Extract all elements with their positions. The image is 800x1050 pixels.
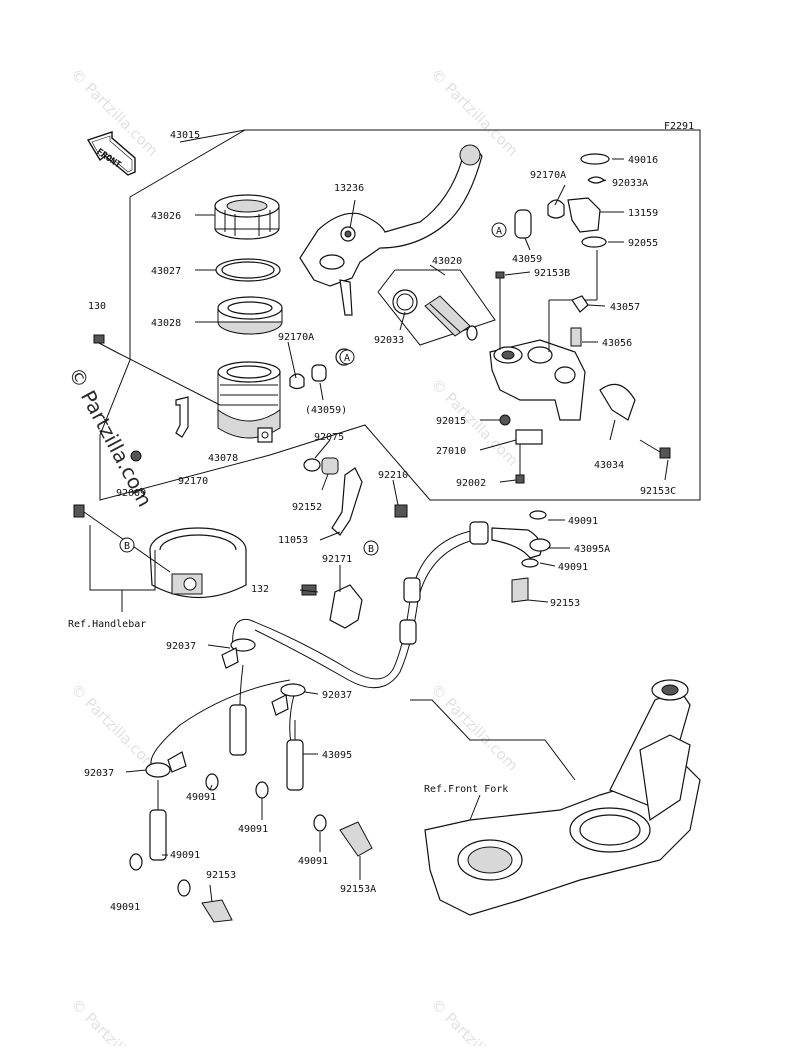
part-label: 43059 — [512, 254, 542, 265]
hose-bracket — [301, 467, 408, 629]
kit-outline — [99, 129, 701, 501]
ref-front-fork-label: Ref.Front Fork — [424, 784, 508, 795]
part-label: 92033 — [374, 335, 404, 346]
diaphragm-plate — [217, 296, 283, 335]
part-label: 49091 — [110, 902, 140, 913]
part-label: 92171 — [322, 554, 352, 565]
part-label: 49016 — [628, 155, 658, 166]
part-label: 92002 — [456, 478, 486, 489]
banjo-fittings — [129, 510, 551, 923]
callout-b: B — [124, 541, 130, 552]
reservoir-bracket — [130, 396, 189, 462]
part-label: 92037 — [166, 641, 196, 652]
part-label: (43059) — [305, 405, 347, 416]
brake-lever — [299, 144, 483, 316]
watermark-text: © Partzilla.com — [427, 995, 522, 1046]
part-label: 13159 — [628, 208, 658, 219]
piston-assembly — [377, 269, 496, 346]
part-label: 92055 — [628, 238, 658, 249]
part-label: 92152 — [292, 502, 322, 513]
part-label: 92015 — [436, 416, 466, 427]
part-label: 49091 — [238, 824, 268, 835]
part-label: 92009 — [116, 488, 146, 499]
part-label: 43026 — [151, 211, 181, 222]
part-label: 92170 — [178, 476, 208, 487]
part-label: 43095 — [322, 750, 352, 761]
part-label: 92153 — [550, 598, 580, 609]
watermark-text: © Partzilla.com — [67, 680, 162, 775]
part-label: 49091 — [558, 562, 588, 573]
part-label: 13236 — [334, 183, 364, 194]
part-label: 132 — [251, 584, 269, 595]
part-label: 92170A — [530, 170, 566, 181]
brake-hoses — [149, 521, 542, 861]
handlebar-clamp — [73, 504, 247, 612]
part-label: 43057 — [610, 302, 640, 313]
callout-a: A — [496, 226, 502, 237]
clamp-43034 — [599, 383, 671, 459]
part-label: 43027 — [151, 266, 181, 277]
part-label: 92075 — [314, 432, 344, 443]
diaphragm-ring — [215, 258, 281, 282]
part-label: 27010 — [436, 446, 466, 457]
bushings — [303, 457, 339, 475]
part-label: 92153C — [640, 486, 676, 497]
part-label: 43020 — [432, 256, 462, 267]
part-label: 43078 — [208, 453, 238, 464]
part-label: 43056 — [602, 338, 632, 349]
callouts: A A B B — [119, 222, 507, 556]
part-label: 43095A — [574, 544, 610, 555]
part-label: 49091 — [298, 856, 328, 867]
callout-a: A — [344, 353, 350, 364]
part-label: 49091 — [170, 850, 200, 861]
triple-clamp — [410, 679, 701, 916]
part-label: 49091 — [568, 516, 598, 527]
part-label: 43015 — [170, 130, 200, 141]
part-label: 92210 — [378, 470, 408, 481]
watermark-text: © Partzilla.com — [67, 995, 162, 1046]
part-label: 92153A — [340, 884, 376, 895]
part-label: 43028 — [151, 318, 181, 329]
diagram-code: F2291 — [664, 121, 694, 132]
part-labels: 43015 43026 43027 43028 130 92170A (4305… — [68, 130, 676, 913]
brake-light-switch — [499, 414, 543, 484]
reservoir-body — [217, 361, 281, 443]
part-label: 130 — [88, 301, 106, 312]
part-label: 92037 — [322, 690, 352, 701]
watermark-text: © Partzilla.com — [427, 680, 522, 775]
part-label: 92170A — [278, 332, 314, 343]
part-label: 92037 — [84, 768, 114, 779]
part-label: 49091 — [186, 792, 216, 803]
part-label: 92153 — [206, 870, 236, 881]
reservoir-hose-parts — [514, 153, 610, 347]
part-label: 92033A — [612, 178, 648, 189]
part-label: 11053 — [278, 535, 308, 546]
reservoir-cap — [214, 194, 280, 240]
bolt-130 — [93, 334, 221, 406]
callout-b: B — [368, 544, 374, 555]
part-label: 92153B — [534, 268, 570, 279]
master-cylinder-body — [489, 250, 598, 421]
leader-lines — [125, 158, 669, 903]
ref-handlebar-label: Ref.Handlebar — [68, 619, 146, 630]
part-label: 43034 — [594, 460, 624, 471]
